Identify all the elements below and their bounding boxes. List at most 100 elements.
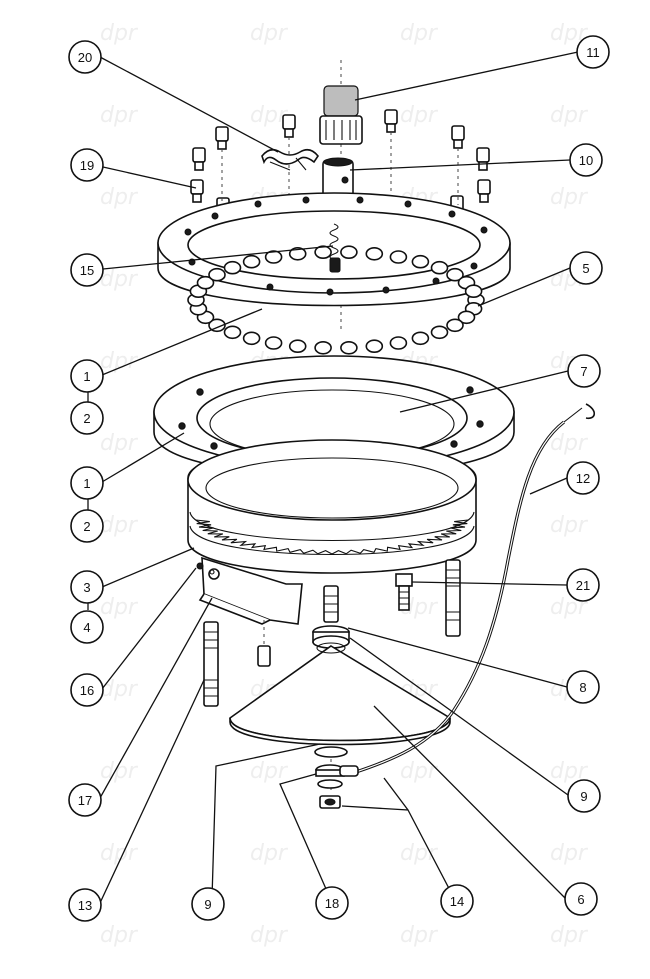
svg-text:2: 2 [83, 519, 90, 534]
watermark-logo: dpr [250, 21, 289, 46]
center-bolt [312, 585, 350, 649]
bearing-ball [242, 254, 261, 269]
bearing-ball [457, 310, 476, 325]
callout-14: 14 [440, 884, 474, 918]
svg-text:1: 1 [83, 369, 90, 384]
callout-13: 13 [68, 888, 102, 922]
callout-21: 21 [566, 568, 600, 602]
mounting-bracket [196, 556, 303, 625]
callout-19: 19 [70, 148, 104, 182]
svg-text:7: 7 [580, 364, 587, 379]
watermark-logo: dpr [550, 841, 589, 866]
bearing-ball [242, 331, 261, 346]
callout-7: 7 [567, 354, 601, 388]
svg-text:3: 3 [83, 580, 90, 595]
bearing-ball [389, 250, 408, 264]
watermark-logo: dpr [400, 759, 439, 784]
watermark-logo: dpr [550, 185, 589, 210]
svg-text:15: 15 [80, 263, 94, 278]
svg-text:8: 8 [579, 680, 586, 695]
bearing-ball [223, 260, 242, 275]
callout-15: 15 [70, 253, 104, 287]
leader-lines [87, 51, 579, 904]
bearing-ball [223, 325, 242, 340]
watermark-logo: dpr [550, 923, 589, 948]
watermark-logo: dpr [400, 923, 439, 948]
spring-clip [261, 148, 319, 171]
bearing-ball [430, 325, 449, 340]
svg-text:9: 9 [580, 789, 587, 804]
watermark-logo: dpr [250, 923, 289, 948]
callout-10: 10 [569, 143, 603, 177]
bearing-ball [208, 267, 226, 282]
detent-spring [329, 223, 341, 273]
watermark-logo: dpr [100, 923, 139, 948]
callout-1-upper: 1 [70, 359, 104, 393]
watermark-logo: dpr [400, 21, 439, 46]
callout-6: 6 [564, 882, 598, 916]
svg-text:5: 5 [582, 261, 589, 276]
svg-text:14: 14 [450, 894, 464, 909]
svg-text:11: 11 [586, 45, 600, 60]
bearing-ball [196, 275, 215, 290]
bearing-ball [411, 331, 430, 346]
bearing-ball [365, 339, 384, 354]
svg-text:12: 12 [576, 471, 590, 486]
callout-2-upper: 2 [70, 401, 104, 435]
svg-text:6: 6 [577, 892, 584, 907]
watermark-logo: dpr [100, 185, 139, 210]
mounting-studs [203, 559, 461, 707]
svg-text:1: 1 [83, 476, 90, 491]
grease-fitting-assembly [319, 60, 363, 330]
watermark-logo: dpr [100, 513, 139, 538]
watermark-layer: dpr dpr dpr dpr dpr dpr dpr dpr dpr dpr dpr dpr dpr d… [100, 21, 589, 948]
watermark-logo: dpr [100, 677, 139, 702]
watermark-logo: dpr [250, 759, 289, 784]
nut-stack [315, 764, 345, 809]
bearing-ball [288, 339, 307, 354]
ground-cable [339, 403, 596, 777]
callout-8: 8 [566, 670, 600, 704]
svg-text:20: 20 [78, 50, 92, 65]
watermark-logo: dpr [100, 103, 139, 128]
callout-18: 18 [315, 886, 349, 920]
bearing-ball [340, 245, 358, 259]
adjusting-screw [395, 573, 413, 611]
svg-text:17: 17 [78, 793, 92, 808]
svg-text:2: 2 [83, 411, 90, 426]
watermark-logo: dpr [100, 431, 139, 456]
watermark-logo: dpr [550, 431, 589, 456]
svg-text:18: 18 [325, 896, 339, 911]
callouts: 20 11 19 10 15 5 1 2 7 1 12 2 3 21 4 8 1… [68, 35, 610, 922]
bearing-ball [365, 247, 384, 261]
svg-text:4: 4 [83, 620, 90, 635]
callout-16: 16 [70, 673, 104, 707]
callout-2-lower: 2 [70, 509, 104, 543]
bearing-ball [430, 260, 449, 275]
svg-text:13: 13 [78, 898, 92, 913]
svg-text:9: 9 [204, 897, 211, 912]
callout-9-right: 9 [567, 779, 601, 813]
watermark-logo: dpr [100, 267, 139, 292]
callout-3: 3 [70, 570, 104, 604]
watermark-logo: dpr [100, 349, 139, 374]
bearing-ball [340, 340, 358, 355]
watermark-logo: dpr [550, 103, 589, 128]
watermark-logo: dpr [100, 595, 139, 620]
callout-9-bottom: 9 [191, 887, 225, 921]
bearing-ball [264, 250, 283, 264]
callout-4: 4 [70, 610, 104, 644]
watermark-logo: dpr [550, 513, 589, 538]
watermark-logo: dpr [100, 21, 139, 46]
watermark-logo: dpr [400, 103, 439, 128]
bearing-ball [446, 318, 464, 333]
upper-race-ring [157, 192, 511, 307]
bearing-ball [314, 245, 332, 259]
svg-text:10: 10 [579, 153, 593, 168]
svg-text:19: 19 [80, 158, 94, 173]
callout-12: 12 [566, 461, 600, 495]
bearing-ball [288, 247, 307, 261]
bearing-ball [208, 318, 226, 333]
